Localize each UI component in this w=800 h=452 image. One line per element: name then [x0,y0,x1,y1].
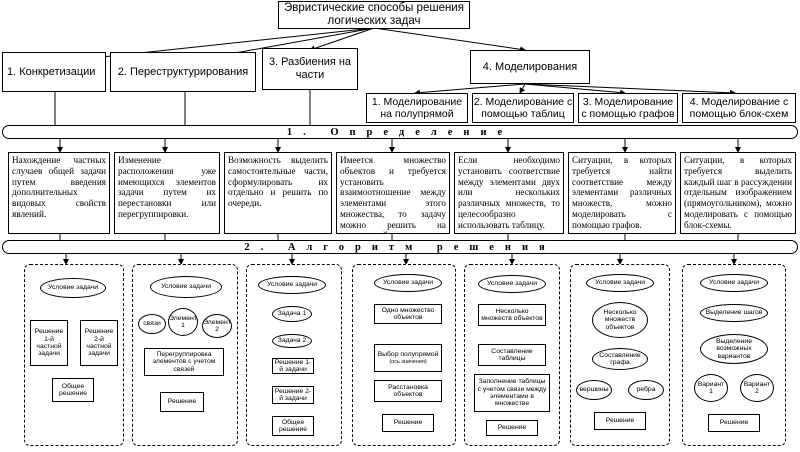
p3-end: Общее решение [272,416,314,436]
p4-set: Одно множество объектов [374,304,442,324]
p3-solution1: Решение 1-й задачи [272,358,314,374]
p3-solution2: Решение 2-й задачи [272,386,314,404]
method-partition: 3. Разбиения на части [262,48,358,90]
definition-partition: Возможность выделить самостоятельные час… [224,152,332,234]
p5-end: Решение [486,420,538,436]
definition-flowcharts: Ситуации, в которых требуется выделить к… [680,152,796,234]
p7-end: Решение [708,414,760,432]
p6-sets: Несколько множеств объектов [592,302,648,338]
p6-end: Решение [594,412,646,430]
p4-choose-note: (ось значения) [389,358,427,365]
p3-task1: Задача 1 [272,306,312,322]
p2-end: Решение [160,392,204,412]
p4-end: Решение [382,414,434,432]
algorithm-band: 2. Алгоритм решения [2,240,798,254]
p3-start: Условие задачи [258,276,326,294]
p1-end: Общее решение [52,378,94,402]
p4-choose-label: Выбор полупрямой [377,351,439,359]
modeling-graphs: 3. Моделирование с помощью графов [578,93,678,123]
p5-fill: Заполнение таблицы с учетом связи между … [474,374,550,412]
diagram-title: Эвристические способы решения логических… [278,1,470,29]
p6-start: Условие задачи [586,274,654,292]
method-concretization: 1. Конкретизации [2,52,106,92]
p1-start: Условие задачи [40,278,106,298]
method-modeling: 4. Моделирования [470,50,590,84]
definition-restructuring: Изменение расположения уже имеющихся эле… [114,152,220,234]
p5-start: Условие задачи [478,275,546,293]
p2-element1: Элемент 1 [168,308,198,336]
modeling-halfline: 1. Моделирование на полупрямой [366,93,468,123]
definition-concretization: Нахождение частных случаев общей задачи … [8,152,110,234]
p2-regroup: Перегруппировка элементов с учетом связе… [144,348,224,376]
definition-halfline: Имеется множество объектов и требуется у… [336,152,450,234]
flow-panel-partition [246,264,342,446]
definition-band: 1. Определение [2,125,798,139]
p6-edges: ребра [628,380,664,400]
p1-part2: Решение 2-й частной задачи [80,320,118,366]
p7-variant1: Вариант 1 [694,374,728,402]
modeling-tables: 2. Моделирование с помощью таблиц [472,93,574,123]
p5-sets: Несколько множеств объектов [478,304,546,326]
p3-task2: Задача 2 [272,334,312,348]
p6-make-graph: Составление графа [592,348,648,370]
p2-element2: Элемент 2 [202,314,232,338]
method-restructuring: 2. Переструктурирования [110,52,256,92]
p7-start: Условие задачи [700,274,768,292]
p2-links: связи [138,314,166,334]
p7-variants: Выделение возможных вариантов [700,334,768,364]
p7-steps: Выделение шагов [700,304,768,322]
definition-graphs: Ситуации, в которых требуется найти соот… [568,152,676,234]
p2-start: Условие задачи [150,276,222,298]
p4-choose: Выбор полупрямой (ось значения) [374,344,442,372]
p7-variant2: Вариант 2 [740,374,774,402]
p4-start: Условие задачи [374,274,442,292]
modeling-flowcharts: 4. Моделирование с помощью блок-схем [682,93,796,123]
p5-make-table: Составление таблицы [478,344,546,366]
p1-part1: Решение 1-й частной задачи [30,320,68,366]
p6-vertices: вершины [576,380,612,400]
definition-tables: Если необходимо установить соответствие … [454,152,564,234]
p4-arrange: Расстановка объектов [374,380,442,402]
